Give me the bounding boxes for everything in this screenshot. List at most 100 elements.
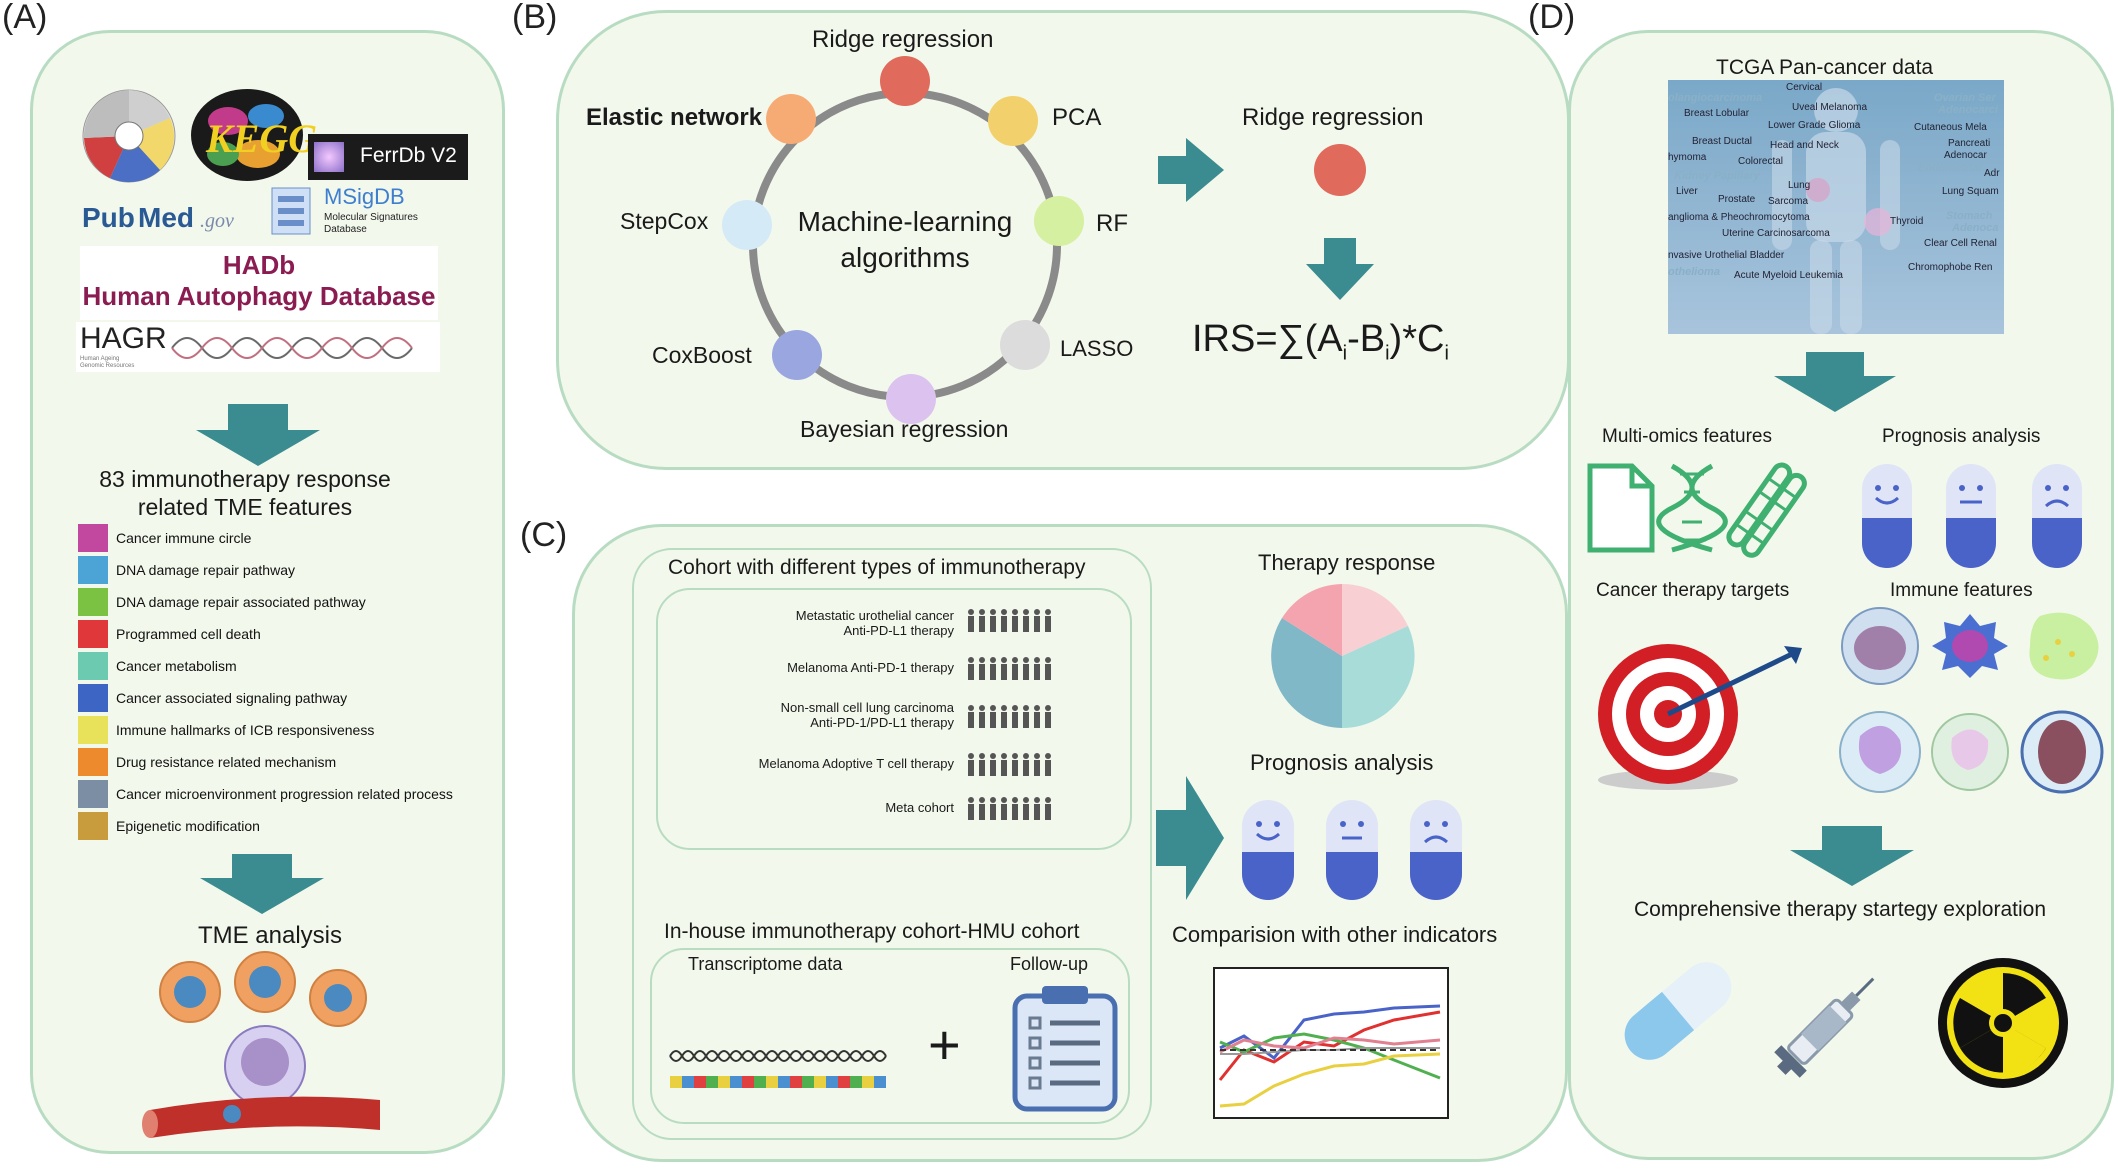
tcga-term: Thyroid [1890, 216, 1924, 227]
people-group-icon [968, 705, 1051, 728]
inhouse-box [650, 948, 1130, 1124]
legend-swatch [78, 556, 108, 584]
legend-label: Programmed cell death [116, 626, 261, 642]
legend-item: Cancer associated signaling pathway [78, 684, 347, 712]
tcga-term: anglioma & Pheochromocytoma [1668, 212, 1810, 223]
prognosis-analysis-label: Prognosis analysis [1250, 750, 1434, 775]
tcga-term: Liver [1676, 186, 1698, 197]
algorithm-label-ridge: Ridge regression [812, 26, 994, 53]
legend-swatch [78, 716, 108, 744]
tme-cells-icon [142, 951, 380, 1138]
legend-item: Epigenetic modification [78, 812, 260, 840]
msigdb-sub1: Molecular Signatures [324, 212, 418, 223]
sad-pill-icon [2032, 464, 2082, 568]
pubmed-med: Med [138, 202, 194, 233]
algorithm-node-rf [1034, 196, 1084, 246]
legend-swatch [78, 812, 108, 840]
legend-label: Cancer microenvironment progression rela… [116, 786, 453, 802]
dna-sequence-icon [669, 1050, 887, 1088]
legend-swatch [78, 524, 108, 552]
targets-label: Cancer therapy targets [1596, 580, 1790, 601]
tcga-title: TCGA Pan-cancer data [1716, 56, 1934, 79]
tcga-term: Lung [1788, 180, 1811, 191]
panel-letter-a: (A) [2, 0, 48, 36]
algorithm-label-coxboost: CoxBoost [652, 342, 752, 368]
happy-pill-icon [1862, 464, 1912, 568]
chromosome-icon [1726, 462, 1807, 558]
immune-features-label: Immune features [1890, 580, 2033, 601]
comparison-label: Comparision with other indicators [1172, 922, 1498, 947]
plus-sign: + [928, 1013, 961, 1076]
algorithm-node-stepcox [722, 200, 772, 250]
tcga-term: Colorectal [1738, 156, 1784, 167]
wheel-logo [80, 88, 178, 184]
formula-main: IRS=∑(A [1192, 318, 1343, 360]
tcga-term: Head and Neck [1770, 140, 1839, 151]
cohort-list-box [656, 588, 1132, 850]
exploration-label: Comprehensive therapy startegy explorati… [1633, 898, 2047, 921]
tcga-term: Adenocar [1944, 150, 1987, 161]
tme-analysis-title: TME analysis [197, 922, 343, 949]
tcga-term: Uveal Melanoma [1792, 102, 1868, 113]
tcga-term: Lung Squam [1942, 186, 1999, 197]
algorithm-label-pca: PCA [1052, 104, 1102, 131]
therapy-response-pie [1271, 583, 1415, 729]
legend-label: Cancer metabolism [116, 658, 237, 674]
algorithm-label-elastic: Elastic network [586, 104, 763, 131]
tcga-term: Breast Ductal [1692, 136, 1753, 147]
tcga-term: Sarcoma [1768, 196, 1809, 207]
cohort-line1: Melanoma Adoptive T cell therapy [758, 756, 954, 771]
msigdb-title: MSigDB [324, 184, 405, 209]
cohort-line2: Anti-PD-L1 therapy [843, 623, 954, 638]
transcriptome-label: Transcriptome data [688, 954, 843, 974]
hagr-title: HAGR [80, 322, 167, 355]
legend-label: Cancer immune circle [116, 530, 252, 546]
pubmed-gov: .gov [200, 210, 234, 232]
arrow-down-icon [200, 854, 324, 914]
algorithm-label-rf: RF [1096, 210, 1128, 237]
algorithm-node-elastic [766, 94, 816, 144]
cohort-line1: Meta cohort [885, 800, 954, 815]
tcga-term: Adenocarci [1938, 104, 1998, 116]
tcga-term: Acute Myeloid Leukemia [1734, 270, 1843, 281]
tcga-term: nvasive Urothelial Bladder [1668, 250, 1785, 261]
dna-icon [1656, 463, 1728, 553]
legend-swatch [78, 684, 108, 712]
algorithm-label-stepcox: StepCox [620, 208, 709, 234]
ring-title-line1: Machine-learning [797, 206, 1013, 237]
hadb-subtitle: Human Autophagy Database [82, 281, 436, 311]
algorithm-node-lasso [1000, 320, 1050, 370]
tcga-term: Breast Lobular [1684, 108, 1750, 119]
hagr-sub1: Human Ageing [80, 356, 120, 362]
legend-swatch [78, 652, 108, 680]
cohort-label: Melanoma Adoptive T cell therapy [680, 756, 954, 771]
human-body-icon [1772, 88, 1900, 334]
target-icon [1598, 644, 1802, 790]
tcga-term: Chromophobe Ren [1908, 262, 1993, 273]
pubmed-logo: Pub Med .gov [82, 196, 258, 246]
algorithm-label-bayesian: Bayesian regression [800, 416, 1009, 442]
cohort-line1: Metastatic urothelial cancer [795, 608, 954, 623]
therapy-response-label: Therapy response [1258, 550, 1436, 575]
features-title-line2: related TME features [137, 494, 353, 520]
cohort-title: Cohort with different types of immunothe… [668, 556, 1086, 579]
legend-item: Programmed cell death [78, 620, 261, 648]
legend-swatch [78, 588, 108, 616]
people-group-icon [968, 657, 1051, 680]
cohort-label: Meta cohort [680, 800, 954, 815]
panel-letter-c: (C) [520, 516, 568, 554]
legend-swatch [78, 780, 108, 808]
legend-label: Epigenetic modification [116, 818, 260, 834]
tcga-term: Endometrial [1918, 162, 1982, 174]
clipboard-icon [1012, 986, 1118, 1112]
legend-label: Cancer associated signaling pathway [116, 690, 348, 706]
immune-cells-icon [1839, 607, 2104, 794]
irs-formula: IRS=∑(Ai-Bi)*Ci [1192, 318, 1449, 366]
tcga-term: othelioma [1668, 266, 1720, 278]
inhouse-title: In-house immunotherapy cohort-HMU cohort [664, 920, 1080, 943]
legend-item: DNA damage repair associated pathway [78, 588, 366, 616]
radiation-icon [1938, 958, 2068, 1088]
tcga-term: Clear Cell Renal [1924, 238, 1997, 249]
